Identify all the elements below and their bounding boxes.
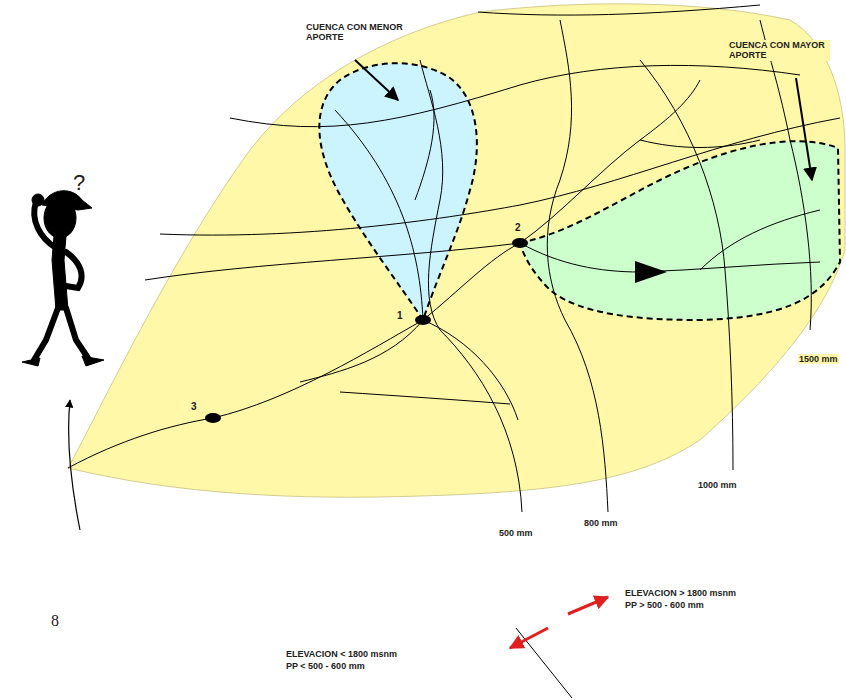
- callout-arrow: [355, 60, 398, 100]
- zone-note: PP > 500 - 600 mm: [624, 600, 705, 610]
- point-number: 1: [396, 310, 404, 322]
- river: [520, 243, 820, 272]
- callout-text: CUENCA CON MENOR APORTE: [305, 22, 407, 43]
- river: [640, 140, 760, 148]
- isohyet-value: 800 mm: [583, 518, 619, 528]
- contour-line: [145, 243, 520, 280]
- watershed-area: [68, 4, 845, 497]
- outlet-point: [512, 238, 528, 248]
- question-mark: ?: [72, 170, 86, 195]
- river: [335, 110, 423, 320]
- divide-line: [516, 628, 572, 698]
- outlet-point: [205, 413, 221, 423]
- river: [700, 210, 820, 270]
- small-subbasin: [319, 63, 477, 320]
- zone-note: ELEVACION > 1800 msnm: [624, 588, 737, 598]
- confused-figure: [22, 191, 104, 366]
- callout-arrow: [796, 78, 812, 180]
- zone-note: PP < 500 - 600 mm: [285, 661, 366, 671]
- river: [415, 90, 434, 200]
- outlet-point: [415, 315, 431, 325]
- river: [423, 320, 518, 420]
- point-number: 2: [514, 222, 522, 234]
- isohyet-line: [420, 60, 522, 512]
- red-arrow: [568, 597, 608, 614]
- zone-note: ELEVACION < 1800 msnm: [285, 649, 398, 659]
- red-arrow: [510, 628, 548, 648]
- isohyet-value: 1500 mm: [798, 354, 839, 364]
- isohyet-line: [547, 20, 608, 512]
- large-subbasin: [520, 141, 840, 320]
- isohyet-value: 500 mm: [498, 528, 534, 538]
- flow-arrowhead: [635, 261, 667, 283]
- isohyet-line: [760, 20, 811, 330]
- river: [300, 320, 423, 382]
- callout-text: CUENCA CON MAYOR APORTE: [728, 40, 830, 61]
- contour-line: [230, 65, 800, 126]
- river: [68, 80, 700, 468]
- isohyet-value: 1000 mm: [697, 480, 738, 490]
- river: [340, 392, 510, 404]
- point-number: 3: [190, 401, 198, 413]
- page-number: 8: [50, 612, 60, 630]
- contour-line: [160, 118, 840, 235]
- isohyet-line: [640, 60, 733, 470]
- pointer-arrow: [69, 400, 80, 530]
- contour-line: [478, 5, 760, 15]
